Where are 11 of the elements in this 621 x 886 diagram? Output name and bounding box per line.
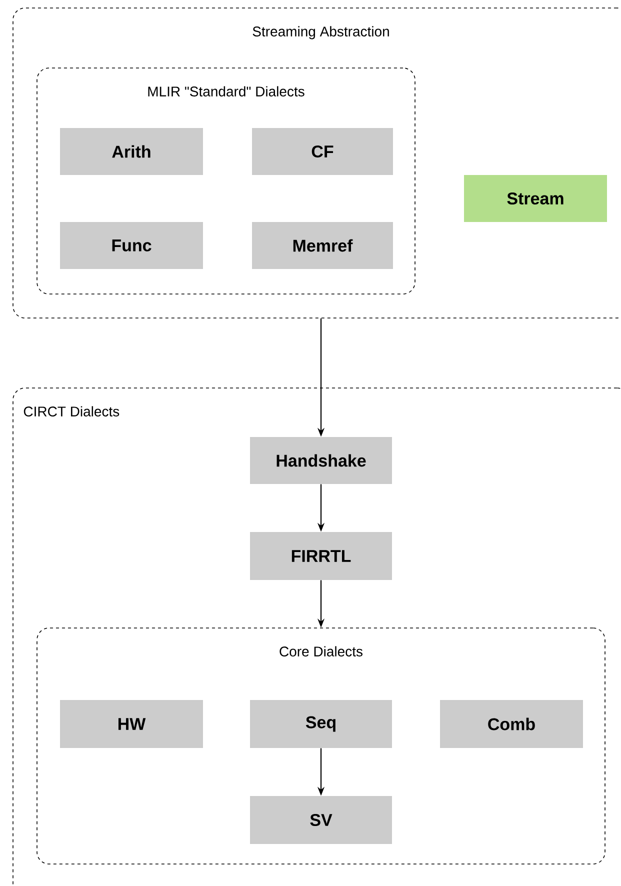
- dialect-box: Func: [60, 222, 203, 269]
- dialect-box: Seq: [250, 700, 392, 748]
- dialect-box: CF: [252, 128, 393, 175]
- dialect-box: Arith: [60, 128, 203, 175]
- dialect-box: Comb: [440, 700, 583, 748]
- dialect-box: FIRRTL: [250, 532, 392, 580]
- dialect-box: SV: [250, 796, 392, 844]
- dialect-box: Memref: [252, 222, 393, 269]
- dialect-box: HW: [60, 700, 203, 748]
- dialect-box: Handshake: [250, 437, 392, 484]
- dialect-box: Stream: [464, 175, 607, 222]
